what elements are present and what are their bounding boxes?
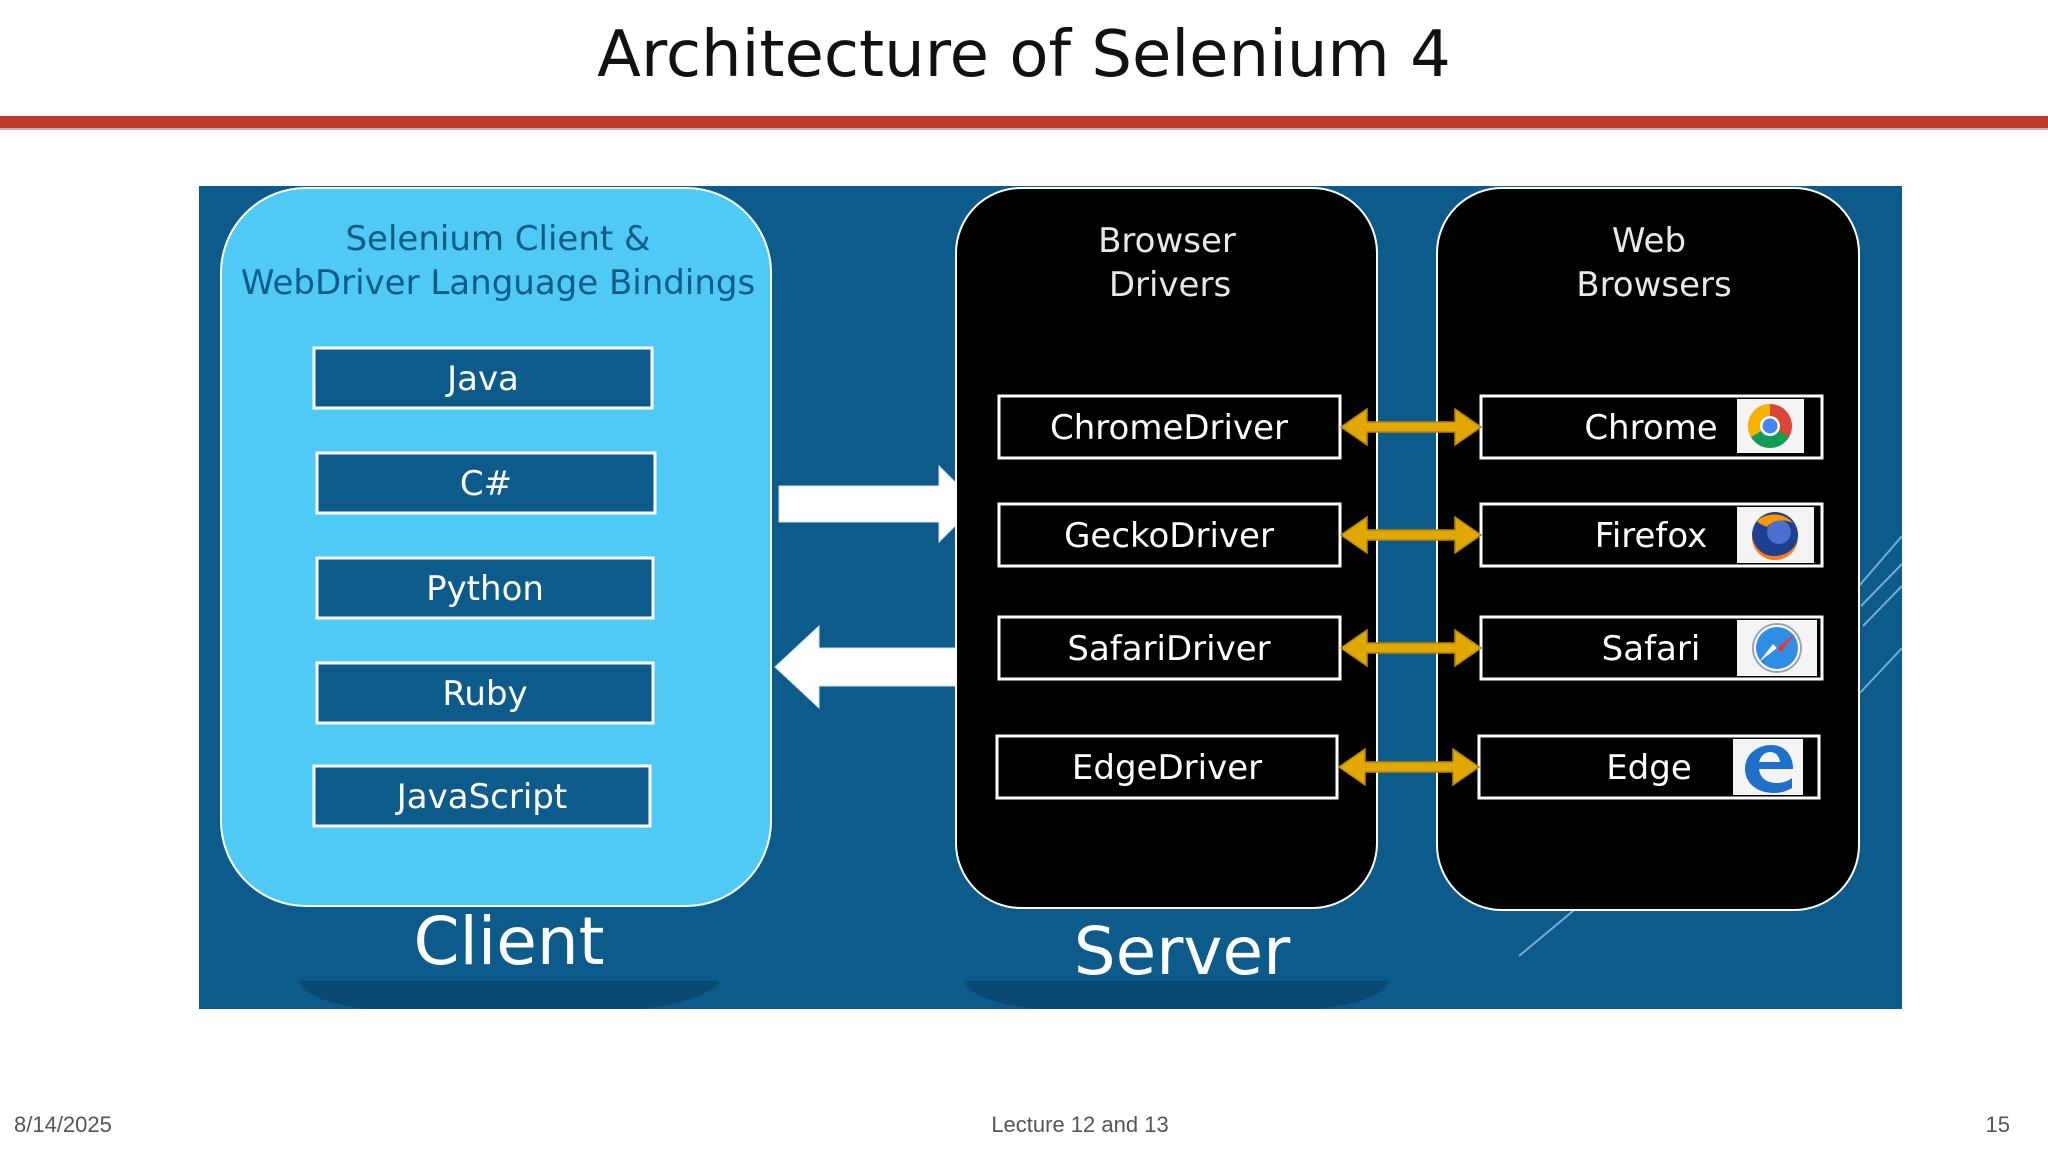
footer-lecture: Lecture 12 and 13 <box>991 1112 1169 1137</box>
server-label: Server <box>1074 913 1291 990</box>
driver-label: ChromeDriver <box>1050 408 1288 448</box>
page-number: 15 <box>1985 1112 2010 1137</box>
browser-label: Edge <box>1606 748 1692 788</box>
driver-label: SafariDriver <box>1067 629 1270 669</box>
language-label: Python <box>426 569 544 609</box>
language-label: JavaScript <box>395 777 567 817</box>
browsers-heading-line2: Browsers <box>1576 265 1732 305</box>
browser-box-edge: Edge <box>1477 734 1821 800</box>
client-base <box>299 981 719 1009</box>
driver-label: GeckoDriver <box>1064 516 1274 556</box>
language-label: Java <box>445 359 519 399</box>
drivers-heading-line2: Drivers <box>1109 265 1231 305</box>
language-box-javascript: JavaScript <box>312 764 652 828</box>
footer-date: 8/14/2025 <box>14 1112 112 1137</box>
browser-label: Safari <box>1602 629 1701 669</box>
client-label: Client <box>413 903 604 980</box>
browser-label: Chrome <box>1584 408 1717 448</box>
language-box-python: Python <box>315 556 655 620</box>
edge-icon <box>1733 739 1803 795</box>
language-box-csharp: C# <box>315 451 657 515</box>
title-rule-shadow <box>0 128 2048 130</box>
client-heading-line2: WebDriver Language Bindings <box>241 263 755 303</box>
connector-edge <box>1337 747 1481 787</box>
driver-box-chromedriver: ChromeDriver <box>997 394 1342 460</box>
browser-box-safari: Safari <box>1479 615 1824 681</box>
connector-chrome <box>1339 407 1483 447</box>
slide-title: Architecture of Selenium 4 <box>597 18 1451 92</box>
browser-box-firefox: Firefox <box>1479 502 1824 568</box>
connector-firefox <box>1339 515 1483 555</box>
language-label: C# <box>460 464 512 504</box>
connector-safari <box>1339 628 1483 668</box>
client-heading-line1: Selenium Client & <box>345 219 650 259</box>
title-rule <box>0 116 2048 128</box>
decorative-streaks <box>1518 535 1902 957</box>
server-base <box>964 981 1389 1009</box>
architecture-diagram: Selenium Client & WebDriver Language Bin… <box>199 186 1902 1009</box>
driver-label: EdgeDriver <box>1072 748 1262 788</box>
language-box-java: Java <box>312 346 654 410</box>
driver-box-geckodriver: GeckoDriver <box>997 502 1342 568</box>
driver-box-edgedriver: EdgeDriver <box>995 734 1339 800</box>
safari-icon <box>1737 620 1817 676</box>
language-box-ruby: Ruby <box>315 661 655 725</box>
response-arrow <box>774 624 975 710</box>
request-arrow <box>778 464 978 544</box>
browser-box-chrome: Chrome <box>1479 394 1824 460</box>
driver-box-safaridriver: SafariDriver <box>997 615 1342 681</box>
chrome-icon <box>1737 399 1804 453</box>
browsers-heading-line1: Web <box>1612 221 1686 261</box>
browser-label: Firefox <box>1595 516 1708 556</box>
drivers-heading-line1: Browser <box>1098 221 1236 261</box>
firefox-icon <box>1737 507 1814 563</box>
language-label: Ruby <box>442 674 527 714</box>
